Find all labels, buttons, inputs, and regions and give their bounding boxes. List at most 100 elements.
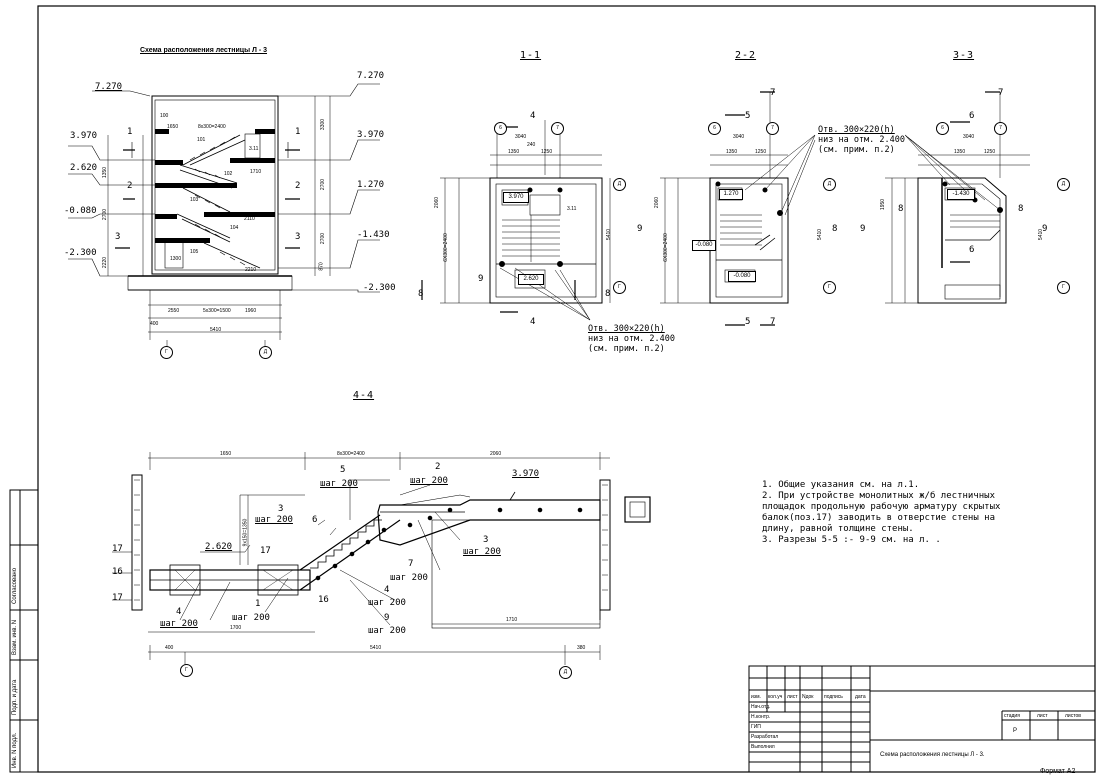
elevation-left-2: 2.620 — [70, 163, 98, 173]
elevation-right-5: -2.300 — [363, 283, 396, 293]
dim-1950-s33: 1950 — [880, 198, 887, 211]
dim-5410-s22: 5410 — [817, 228, 824, 241]
pos-4-step-left: шаг 200 — [160, 619, 198, 629]
tb-role-gip: ГИП — [751, 724, 761, 730]
pos-3-step-left: шаг 200 — [255, 515, 293, 525]
tb-header-podpis: подпись — [824, 694, 843, 700]
mark-105: 105 — [190, 249, 199, 255]
dim-6x300-s22: 6X300=2400 — [662, 233, 669, 262]
pos-1: 1 — [255, 599, 261, 609]
cut-mark-1-left: 1 — [127, 127, 133, 137]
pos-3-label-left: 3 — [278, 504, 284, 514]
tb-header-data: дата — [855, 694, 866, 700]
dim-1250-s33: 1250 — [984, 149, 996, 155]
axis-d-scheme: Д — [259, 346, 272, 359]
elevation-3970-s44: 3.970 — [512, 469, 540, 479]
mark-104: 104 — [230, 225, 239, 231]
cut-mark-3-right: 3 — [295, 232, 301, 242]
dim-6x300-s11: 6X300=2400 — [442, 233, 449, 262]
dim-1350: 1350 — [102, 166, 109, 179]
landing-mark-1270: 1.270 — [719, 189, 743, 200]
cut-mark-5-top: 5 — [745, 111, 751, 121]
cut-mark-9-s33: 9 — [860, 224, 866, 234]
note-line-1: 1. Общие указания см. на л.1. — [762, 480, 920, 490]
pos-9-step: шаг 200 — [368, 626, 406, 636]
tb-role-nach-otd: Нач.отд. — [751, 704, 771, 710]
plan-title: Схема расположения лестницы Л - 3 — [140, 47, 268, 54]
cut-mark-2-right: 2 — [295, 181, 301, 191]
pos-1-step: шаг 200 — [232, 613, 270, 623]
dim-5x300: 5x300=1500 — [203, 308, 231, 314]
opening-callout-s22-line2: низ на отм. 2.400 — [818, 135, 905, 145]
dim-2110: 2110 — [244, 216, 255, 222]
axis-7-s33: 7 — [994, 122, 1007, 135]
tb-header-koluch: кол.уч — [768, 694, 783, 700]
pos-4-label-left: 4 — [176, 607, 182, 617]
pos-2-label: 2 — [435, 462, 441, 472]
mark-311: 3.11 — [249, 146, 259, 152]
mark-101: 101 — [197, 137, 206, 143]
tb-header-list: лист — [787, 694, 798, 700]
landing-mark-m0080-left: -0.080 — [692, 240, 716, 251]
dim-1960: 1960 — [245, 308, 257, 314]
cut-mark-7-s33: 7 — [998, 88, 1004, 98]
elevation-right-3: 1.270 — [357, 180, 385, 190]
dim-3300: 3300 — [320, 118, 327, 131]
axis-g-s22: Г — [823, 281, 836, 294]
note-line-4: балок(поз.17) заводить в отверстие стены… — [762, 513, 995, 523]
elevation-2620-s44: 2.620 — [205, 542, 233, 552]
dim-5410-s33: 5410 — [1038, 228, 1045, 241]
opening-callout-s11: Отв. 300×220(h) низ на отм. 2.400 (см. п… — [588, 324, 675, 354]
dim-8x300-s44: 8x300=2400 — [337, 451, 365, 457]
elevation-left-3: -0.080 — [64, 206, 97, 216]
dim-1350-s22: 1350 — [726, 149, 738, 155]
mark-311-s11: 3.11 — [567, 206, 577, 212]
axis-6-s22: 6 — [708, 122, 721, 135]
dim-870: 870 — [318, 262, 325, 271]
stamp-vzam-inv: Взам. инв. N — [12, 619, 18, 655]
dim-step-s44: 9x150=1350 — [242, 518, 249, 547]
opening-callout-line1: Отв. 300×220(h) — [588, 324, 665, 334]
pos-7-label: 7 — [408, 559, 414, 569]
sheet-format: Формат А2 — [1040, 768, 1076, 775]
tb-stage-header: стадия — [1004, 713, 1020, 719]
cut-mark-9-s22: 9 — [637, 224, 643, 234]
pos-5-step: шаг 200 — [320, 479, 358, 489]
landing-mark-m0080: -0.080 — [728, 271, 756, 282]
dim-5410-s44: 5410 — [370, 645, 382, 651]
dim-1250-s11: 1250 — [541, 149, 553, 155]
cut-mark-6-bottom: 6 — [969, 245, 975, 255]
opening-callout-s22-line3: (см. прим. п.2) — [818, 145, 895, 155]
dim-1250-s22: 1250 — [755, 149, 767, 155]
pos-16-b: 16 — [318, 595, 329, 605]
dim-380-s44: 380 — [577, 645, 586, 651]
pos-9-label: 9 — [384, 613, 390, 623]
note-line-3: площадок продольную рабочую арматуру скр… — [762, 502, 1001, 512]
dim-1350-s11: 1350 — [508, 149, 520, 155]
pos-2-step: шаг 200 — [410, 476, 448, 486]
axis-7-s22: 7 — [766, 122, 779, 135]
landing-mark-m1430: -1.430 — [947, 189, 975, 200]
dim-100: 100 — [160, 113, 169, 119]
cut-mark-7-bottom-s22: 7 — [770, 317, 776, 327]
section-title-1-1: 1-1 — [520, 50, 542, 61]
cut-mark-4-top: 4 — [530, 111, 536, 121]
dim-1650-s44: 1650 — [220, 451, 232, 457]
tb-drawing-title: Схема расположения лестницы Л - 3. — [880, 752, 985, 758]
elevation-left-1: 3.970 — [70, 131, 98, 141]
axis-g-s11: Г — [613, 281, 626, 294]
axis-g-s44: Г — [180, 664, 193, 677]
dim-5410: 5410 — [210, 327, 222, 333]
dim-1700-s44: 1700 — [230, 625, 242, 631]
pos-4-step-right: шаг 200 — [368, 598, 406, 608]
dim-3040-s11: 3040 — [515, 134, 527, 140]
section-title-3-3: 3-3 — [953, 50, 975, 61]
general-notes: 1. Общие указания см. на л.1. 2. При уст… — [762, 480, 1000, 546]
landing-mark-2620: 2.620 — [518, 274, 544, 285]
dim-2060-s44: 2060 — [490, 451, 502, 457]
pos-3-label-right: 3 — [483, 535, 489, 545]
pos-16-a: 16 — [112, 567, 123, 577]
dim-1300: 1300 — [170, 256, 182, 262]
dim-2210: 2210 — [245, 267, 257, 273]
